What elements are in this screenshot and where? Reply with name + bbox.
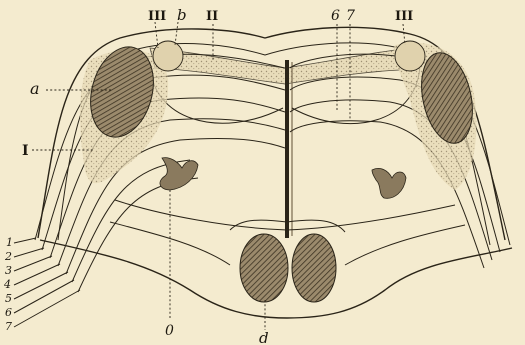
label-II: II	[206, 9, 218, 24]
label-3: 3	[5, 264, 12, 277]
label-6: 6	[331, 8, 340, 24]
bottom-left-oval-d	[240, 234, 288, 302]
leader-b	[175, 22, 178, 45]
label-I: I	[22, 143, 29, 159]
label-III-left: III	[148, 9, 166, 24]
label-2: 2	[4, 250, 12, 263]
label-d: d	[259, 329, 269, 345]
label-III-right: III	[395, 9, 413, 24]
label-b: b	[177, 6, 187, 24]
right-fiber-bundle	[290, 54, 510, 268]
bottom-inner-line-right	[345, 225, 465, 265]
label-a: a	[30, 79, 40, 98]
right-small-circle	[395, 41, 425, 71]
label-0: 0	[165, 323, 174, 339]
left-v-shape	[160, 158, 198, 190]
label-7: 7	[346, 8, 355, 24]
label-6-left: 6	[5, 306, 12, 319]
leader-III-left	[155, 22, 158, 48]
left-small-circle-b	[153, 41, 183, 71]
label-1: 1	[6, 236, 13, 249]
bottom-right-oval	[292, 234, 336, 302]
label-5: 5	[5, 292, 12, 305]
label-4: 4	[3, 278, 11, 291]
number-leaders	[14, 238, 80, 327]
label-7-left: 7	[5, 320, 12, 333]
right-v-shape	[372, 168, 406, 198]
